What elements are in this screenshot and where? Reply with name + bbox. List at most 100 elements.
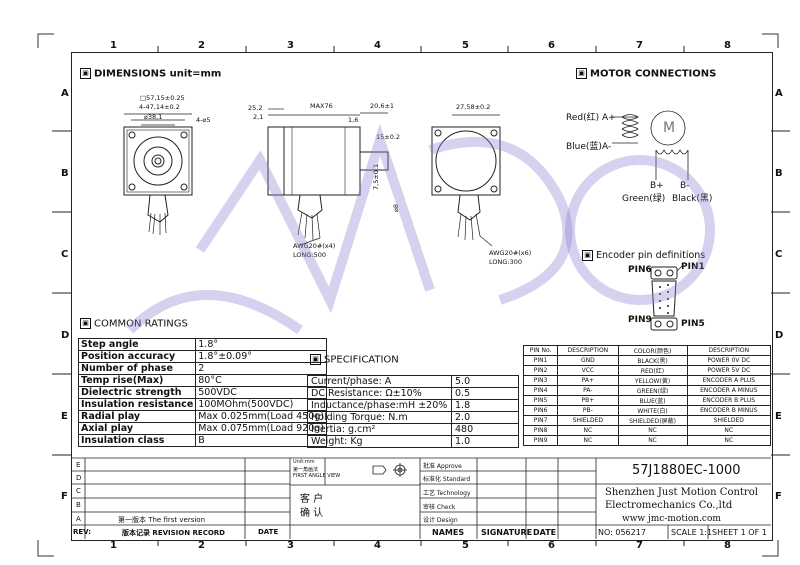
pin5-label: PIN5 bbox=[681, 319, 705, 329]
zone-col-3: 3 bbox=[287, 40, 294, 51]
zone-col-8: 8 bbox=[724, 40, 731, 51]
pin-desc: NC bbox=[557, 435, 619, 446]
signature-label: SIGNATURE bbox=[481, 528, 533, 537]
unit-label: Unit:mm bbox=[293, 459, 315, 465]
ratings-title-text: COMMON RATINGS bbox=[94, 318, 188, 330]
design-label: 设计 Design bbox=[423, 517, 458, 524]
pin-no: PIN9 bbox=[522, 435, 559, 446]
check-label: 审核 Check bbox=[423, 504, 456, 511]
zone-row-F-right: F bbox=[775, 491, 782, 502]
zone-col-2-bottom: 2 bbox=[198, 540, 205, 551]
zone-col-2: 2 bbox=[198, 40, 205, 51]
zone-col-1-bottom: 1 bbox=[110, 540, 117, 551]
dim-long-a: LONG:500 bbox=[293, 251, 327, 259]
specification-title: ▣SPECIFICATION bbox=[310, 354, 399, 366]
zone-row-E: E bbox=[61, 411, 68, 422]
part-number: 57J1880EC-1000 bbox=[632, 463, 741, 478]
rev-label: REV: bbox=[73, 528, 92, 536]
zone-row-B-right: B bbox=[775, 168, 783, 179]
drawing-frame bbox=[71, 52, 773, 541]
date-label: DATE bbox=[258, 528, 279, 536]
pin9-label: PIN9 bbox=[628, 315, 652, 325]
zone-row-E-right: E bbox=[775, 411, 782, 422]
rating-key: Insulation class bbox=[77, 434, 197, 447]
technology-label: 工艺 Technology bbox=[423, 490, 471, 497]
zone-row-C-right: C bbox=[775, 249, 783, 260]
zone-col-8-bottom: 8 bbox=[724, 540, 731, 551]
zone-row-A: A bbox=[61, 88, 69, 99]
zone-row-F: F bbox=[61, 491, 68, 502]
scale-label: SCALE 1:1 bbox=[671, 528, 713, 537]
zone-row-A-right: A bbox=[775, 88, 783, 99]
projection-cn-label: 第一角画法 bbox=[293, 467, 319, 473]
zone-row-D-right: D bbox=[775, 330, 784, 341]
confirm-label: 确 认 bbox=[300, 508, 324, 519]
zone-row-D: D bbox=[61, 330, 70, 341]
wire-red-label: Red(红) A+ bbox=[566, 113, 616, 123]
rev-letter-e: E bbox=[76, 461, 81, 469]
wire-bplus-label: B+ bbox=[650, 181, 664, 191]
specification-title-text: SPECIFICATION bbox=[324, 354, 399, 366]
wire-bminus-label: B- bbox=[680, 181, 690, 191]
dimensions-title: ▣DIMENSIONS unit=mm bbox=[80, 68, 221, 80]
section-icon: ▣ bbox=[80, 318, 91, 329]
dim-long-b: LONG:300 bbox=[489, 258, 523, 266]
pin6-label: PIN6 bbox=[628, 265, 652, 275]
dim-len-2: 2,1 bbox=[253, 113, 264, 121]
dim-len-16: 1,6 bbox=[348, 116, 359, 124]
dim-holes: 4-⌀5 bbox=[196, 116, 211, 124]
section-icon: ▣ bbox=[310, 354, 321, 365]
pin-definition-table: PIN No. DESCRIPTION COLOR(颜色) DESCRIPTIO… bbox=[522, 345, 772, 446]
encoder-title-text: Encoder pin definitions bbox=[596, 250, 706, 261]
zone-col-7: 7 bbox=[636, 40, 643, 51]
dim-len-25: 25,2 bbox=[248, 104, 263, 112]
revision-record-label: 版本记录 REVISION RECORD bbox=[122, 529, 225, 537]
section-icon: ▣ bbox=[582, 250, 593, 261]
rev-letter-a: A bbox=[76, 515, 81, 523]
zone-col-7-bottom: 7 bbox=[636, 540, 643, 551]
ratings-title: ▣COMMON RATINGS bbox=[80, 318, 188, 330]
dim-len-206: 20,6±1 bbox=[370, 102, 395, 110]
rev-letter-b: B bbox=[76, 501, 81, 509]
dim-rear-size: 27,58±0.2 bbox=[456, 103, 491, 111]
zone-col-3-bottom: 3 bbox=[287, 540, 294, 551]
dim-front-square: □57,15±0.25 bbox=[140, 94, 185, 102]
standard-label: 标准化 Standard bbox=[423, 476, 471, 483]
zone-col-4: 4 bbox=[374, 40, 381, 51]
customer-label: 客 户 bbox=[300, 494, 324, 505]
zone-row-C: C bbox=[61, 249, 69, 260]
zone-col-4-bottom: 4 bbox=[374, 540, 381, 551]
zone-row-B: B bbox=[61, 168, 69, 179]
rev-letter-c: C bbox=[76, 487, 81, 495]
pin1-label: PIN1 bbox=[681, 262, 705, 272]
wire-black-label: Black(黑) bbox=[672, 194, 713, 204]
zone-col-1: 1 bbox=[110, 40, 117, 51]
company-name-line2: Electromechanics Co.,ltd bbox=[605, 500, 733, 511]
company-website: www jmc-motion.com bbox=[622, 514, 721, 524]
dim-max: MAX76 bbox=[310, 102, 333, 110]
date2-label: DATE bbox=[533, 528, 557, 537]
dim-awg-a: AWG20#(x4) bbox=[293, 242, 336, 250]
section-icon: ▣ bbox=[80, 68, 91, 79]
dim-awg-b: AWG20#(x6) bbox=[489, 249, 532, 257]
pin-function: NC bbox=[686, 435, 772, 446]
drawing-number: NO: 056217 bbox=[598, 528, 646, 537]
projection-label: FIRST ANGLE VIEW bbox=[293, 473, 341, 479]
approve-label: 批准 Approve bbox=[423, 463, 462, 470]
table-row: DC Resistance: Ω±10%0.5 bbox=[307, 387, 519, 400]
